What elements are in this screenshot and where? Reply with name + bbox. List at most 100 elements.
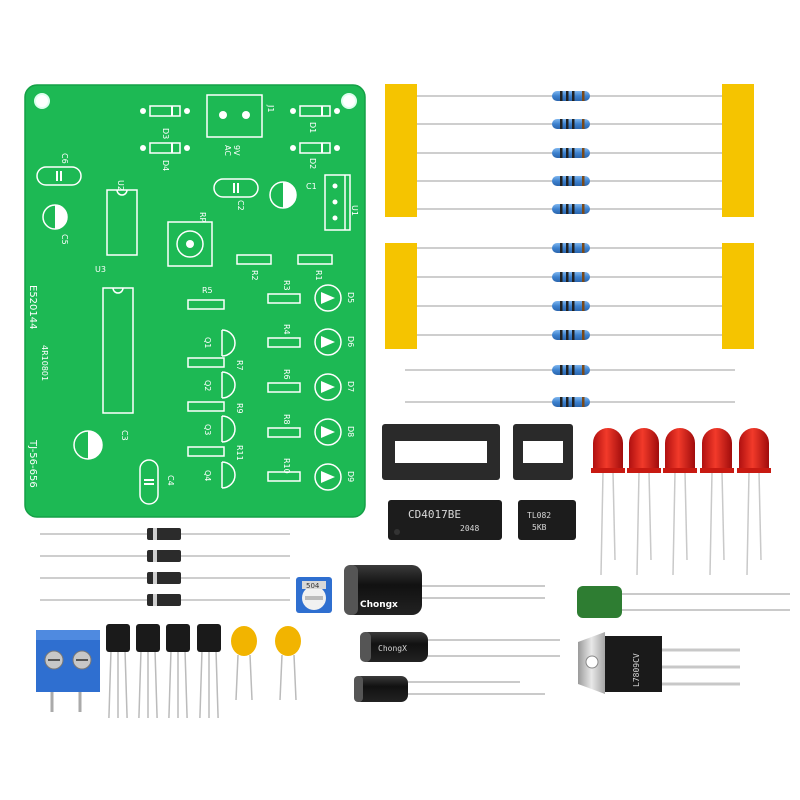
ic-dip8-line1: TL082 xyxy=(527,511,551,520)
label-c2: C2 xyxy=(236,200,245,211)
pcb-resistor-r7 xyxy=(187,357,225,368)
pcb-transistor-q3 xyxy=(221,415,236,443)
pcb-transistor-q1 xyxy=(221,329,236,357)
pcb-resistor-r3 xyxy=(267,293,301,304)
label-q1: Q1 xyxy=(203,337,212,348)
label-r1: R1 xyxy=(314,270,323,281)
cap-ceramic-1 xyxy=(231,626,257,701)
pcb-led-d7 xyxy=(314,373,342,401)
label-r2: R2 xyxy=(250,270,259,281)
diode xyxy=(40,550,290,562)
cap-electrolytic-large: Chongx xyxy=(344,565,545,615)
label-r8: R8 xyxy=(282,414,291,425)
resistor-tape-top xyxy=(385,84,754,217)
led xyxy=(700,428,734,576)
pcb-cap-c5 xyxy=(42,204,68,230)
transistor xyxy=(136,624,160,719)
screw-terminal xyxy=(36,630,100,712)
pcb-cap-c4 xyxy=(139,459,159,505)
cap-brand-large: Chongx xyxy=(360,600,398,610)
pcb-connector-j1 xyxy=(206,94,263,138)
pcb-diode-d2 xyxy=(290,142,340,154)
pcb-transistor-q2 xyxy=(221,371,236,399)
label-u3: U3 xyxy=(95,265,106,274)
resistor xyxy=(417,301,722,311)
label-d8: D8 xyxy=(346,426,355,437)
ic-cd4017: CD4017BE 2048 xyxy=(388,500,502,540)
ic-socket-8 xyxy=(513,424,573,480)
pcb-diode-d1 xyxy=(290,105,340,117)
pcb-diode-d3 xyxy=(140,105,190,117)
cap-electrolytic-medium: ChongX xyxy=(360,632,560,662)
resistor-tape-bottom xyxy=(385,243,754,349)
led xyxy=(663,428,697,576)
cap-film-green xyxy=(577,586,790,618)
transistor xyxy=(166,624,190,719)
ic-cd4017-line2: 2048 xyxy=(460,524,479,533)
label-r9: R9 xyxy=(235,403,244,414)
pcb-resistor-r8 xyxy=(267,427,301,438)
diode xyxy=(40,594,290,606)
label-q4: Q4 xyxy=(203,470,212,481)
pcb-resistor-r2 xyxy=(236,254,272,265)
cap-brand-medium: ChongX xyxy=(378,644,407,653)
mounting-holes xyxy=(34,93,357,109)
label-r11: R11 xyxy=(235,445,244,461)
cap-ceramic-2 xyxy=(275,626,301,701)
label-d5: D5 xyxy=(346,292,355,303)
label-c1: C1 xyxy=(306,182,317,191)
label-u1: U1 xyxy=(350,205,359,216)
label-d6: D6 xyxy=(346,336,355,347)
ic-cd4017-line1: CD4017BE xyxy=(408,508,461,521)
label-rp: RP xyxy=(198,212,207,223)
ic-dip8: TL082 5KB xyxy=(518,500,576,540)
transistor-group xyxy=(106,624,221,719)
resistor xyxy=(417,243,722,253)
label-ac: AC xyxy=(223,145,232,156)
pcb-resistor-r4 xyxy=(267,337,301,348)
label-d9: D9 xyxy=(346,471,355,482)
pcb-resistor-r1 xyxy=(297,254,333,265)
label-r5: R5 xyxy=(202,286,213,295)
pcb-ic-u2 xyxy=(106,189,138,256)
label-d2: D2 xyxy=(308,158,317,169)
label-r3: R3 xyxy=(282,280,291,291)
pcb-led-d9 xyxy=(314,463,342,491)
pcb-cap-c6 xyxy=(36,166,82,186)
resistor xyxy=(417,148,722,158)
label-u2: U2 xyxy=(116,180,125,191)
resistor xyxy=(417,330,722,340)
label-board-id: TJ-56-656 xyxy=(27,439,38,488)
regulator-label: L7809CV xyxy=(632,653,641,687)
transistor xyxy=(106,624,130,719)
label-r10: R10 xyxy=(282,458,291,474)
label-c4: C4 xyxy=(166,475,175,486)
label-d1: D1 xyxy=(308,122,317,133)
pcb-transistor-q4 xyxy=(221,461,236,489)
label-cert: E520144 xyxy=(27,285,38,330)
label-r4: R4 xyxy=(282,324,291,335)
pcb-resistor-r10 xyxy=(267,471,301,482)
led xyxy=(627,428,661,576)
pcb-trimmer-rp xyxy=(167,221,213,267)
label-q3: Q3 xyxy=(203,424,212,435)
pcb-cap-c1 xyxy=(269,181,297,209)
resistor xyxy=(417,272,722,282)
cap-electrolytic-small xyxy=(354,676,545,702)
pcb-diode-d4 xyxy=(140,142,190,154)
pcb-led-d5 xyxy=(314,284,342,312)
trimmer-potentiometer: 504 xyxy=(296,577,332,613)
pcb-resistor-r5 xyxy=(187,299,225,310)
diode xyxy=(40,528,290,540)
trimmer-label: 504 xyxy=(306,582,320,590)
pcb-resistor-r11 xyxy=(187,446,225,457)
label-c6: C6 xyxy=(60,153,69,164)
resistor xyxy=(417,204,722,214)
ic-dip8-line2: 5KB xyxy=(532,523,547,532)
label-r6: R6 xyxy=(282,369,291,380)
label-9v: 9V xyxy=(232,145,241,156)
pcb-board: D3 D4 J1 AC 9V D1 D2 xyxy=(24,84,366,518)
voltage-regulator: L7809CV xyxy=(578,632,740,694)
label-d4: D4 xyxy=(161,160,170,171)
